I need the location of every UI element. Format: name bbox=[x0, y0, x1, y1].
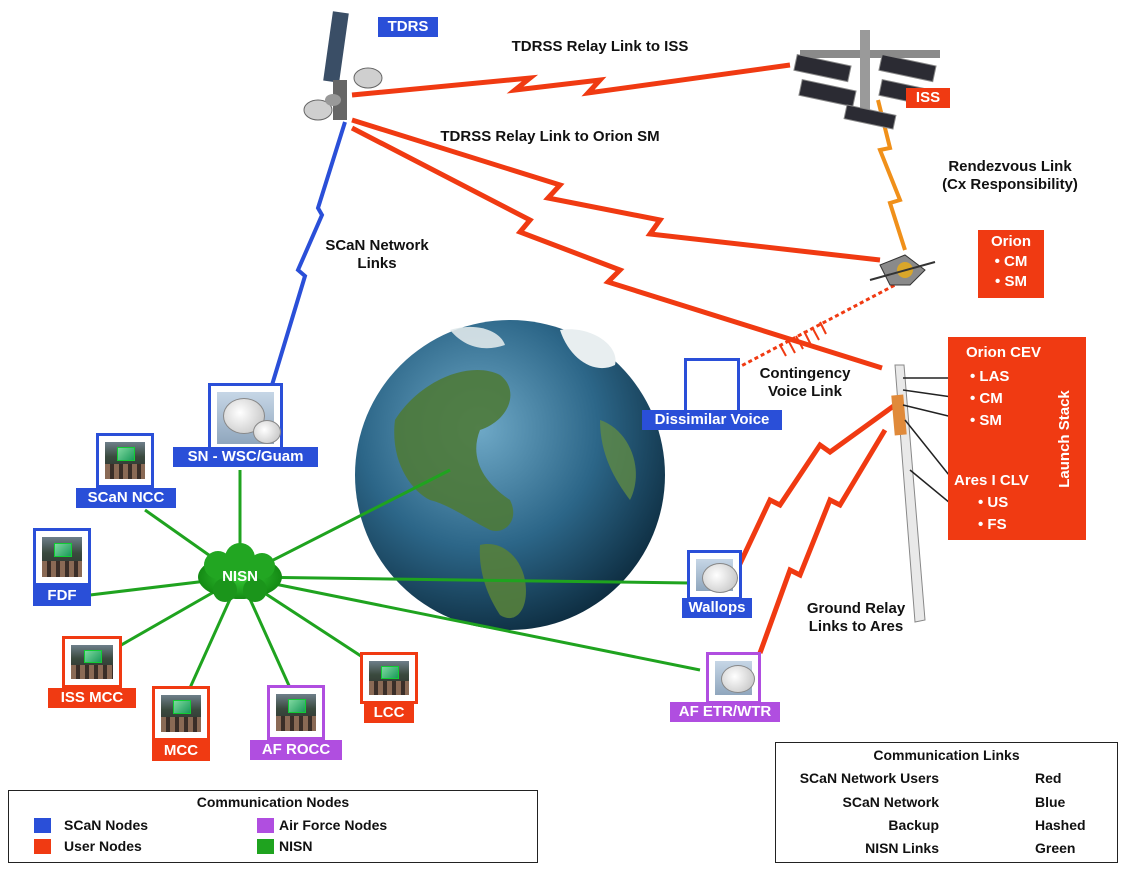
contingency-label: Contingency Voice Link bbox=[750, 365, 860, 401]
legend-users-label: SCaN Network Users bbox=[799, 770, 939, 786]
orion-box: Orion • CM • SM bbox=[978, 230, 1044, 298]
legend-swatch-nisn bbox=[257, 839, 274, 854]
relay-orion-label: TDRSS Relay Link to Orion SM bbox=[440, 128, 660, 145]
legend-nisn-nodes: NISN bbox=[279, 838, 313, 854]
node-fdf: FDF bbox=[33, 528, 91, 608]
legend-backup-label: Backup bbox=[888, 817, 939, 833]
node-af-rocc: AF ROCC bbox=[250, 685, 342, 763]
legend-backup-color: Hashed bbox=[1035, 817, 1086, 833]
launch-stack-box: Orion CEV • LAS • CM • SM Ares I CLV • U… bbox=[948, 337, 1086, 540]
legend-users-color: Red bbox=[1035, 770, 1062, 786]
node-iss-mcc: ISS MCC bbox=[48, 636, 136, 712]
node-wallops-label: Wallops bbox=[682, 598, 752, 618]
rendezvous-label: Rendezvous Link (Cx Responsibility) bbox=[925, 158, 1095, 194]
orion-spacecraft-icon bbox=[869, 254, 936, 286]
orion-cev-title: Orion CEV bbox=[966, 344, 1042, 361]
scan-links-label-line2: Links bbox=[357, 255, 397, 272]
ground-relay-links bbox=[734, 402, 897, 654]
legend-af-nodes: Air Force Nodes bbox=[279, 817, 388, 833]
rendezvous-label-line2: (Cx Responsibility) bbox=[942, 176, 1078, 193]
us-item: • US bbox=[978, 494, 1009, 511]
node-mcc: MCC bbox=[152, 686, 210, 764]
scan-links-label: SCaN Network Links bbox=[322, 237, 432, 273]
legend-swatch-scan bbox=[34, 818, 51, 833]
iss-tag: ISS bbox=[906, 88, 950, 108]
node-af-rocc-label: AF ROCC bbox=[250, 740, 342, 760]
legend-nisn-color: Green bbox=[1035, 840, 1076, 856]
las-item: • LAS bbox=[970, 368, 1010, 385]
legend-network-label: SCaN Network bbox=[842, 794, 939, 810]
node-scan-ncc: SCaN NCC bbox=[76, 433, 176, 513]
sm-item: • SM bbox=[970, 412, 1002, 429]
ares-rocket-icon bbox=[891, 364, 926, 623]
tdrs-tag: TDRS bbox=[378, 17, 438, 37]
node-mcc-label: MCC bbox=[152, 741, 210, 761]
launch-stack-label: Launch Stack bbox=[1056, 390, 1073, 488]
earth-globe bbox=[355, 320, 665, 630]
legend-scan-nodes: SCaN Nodes bbox=[64, 817, 149, 833]
cm-item: • CM bbox=[970, 390, 1003, 407]
relay-iss-label: TDRSS Relay Link to ISS bbox=[511, 38, 689, 55]
iss-station-icon bbox=[793, 30, 940, 130]
rendezvous-label-line1: Rendezvous Link bbox=[948, 158, 1072, 175]
node-af-etr-wtr: AF ETR/WTR bbox=[670, 652, 780, 724]
node-wallops: Wallops bbox=[682, 550, 752, 620]
node-iss-mcc-label: ISS MCC bbox=[48, 688, 136, 708]
tdrss-relay-links bbox=[350, 62, 883, 371]
node-fdf-label: FDF bbox=[33, 586, 91, 606]
node-sn-wsc-guam: SN - WSC/Guam bbox=[173, 383, 318, 469]
legend-nodes-title: Communication Nodes bbox=[196, 794, 350, 810]
scan-links-label-line1: SCaN Network bbox=[325, 237, 429, 254]
scan-network-link bbox=[270, 121, 347, 386]
orion-cm: • CM bbox=[994, 253, 1028, 270]
node-lcc-label: LCC bbox=[364, 703, 414, 723]
legend-user-nodes: User Nodes bbox=[64, 838, 142, 854]
legend-swatch-user bbox=[34, 839, 51, 854]
contingency-label-line2: Voice Link bbox=[768, 383, 842, 400]
ground-relay-label-line1: Ground Relay bbox=[806, 600, 906, 617]
contingency-label-line1: Contingency bbox=[759, 365, 851, 382]
dish-antenna-icon bbox=[217, 392, 281, 444]
legend-network-color: Blue bbox=[1035, 794, 1066, 810]
legend-communication-links: Communication Links SCaN Network Users R… bbox=[775, 742, 1118, 863]
ground-relay-label: Ground Relay Links to Ares bbox=[796, 600, 916, 636]
legend-links-title: Communication Links bbox=[873, 747, 1020, 763]
node-nisn-label: NISN bbox=[222, 568, 258, 585]
orion-sm: • SM bbox=[995, 273, 1027, 290]
rendezvous-link bbox=[876, 99, 907, 251]
legend-communication-nodes: Communication Nodes SCaN Nodes User Node… bbox=[8, 790, 538, 863]
fs-item: • FS bbox=[978, 516, 1007, 533]
ground-relay-label-line2: Links to Ares bbox=[808, 618, 904, 635]
ares-title: Ares I CLV bbox=[954, 472, 1029, 489]
tdrs-satellite-icon bbox=[303, 11, 383, 121]
legend-swatch-af bbox=[257, 818, 274, 833]
nisn-cloud-icon bbox=[198, 543, 282, 602]
orion-title: Orion bbox=[991, 233, 1031, 250]
node-scan-ncc-label: SCaN NCC bbox=[76, 488, 176, 508]
node-lcc: LCC bbox=[360, 652, 418, 726]
node-dissimilar-voice: Dissimilar Voice bbox=[642, 358, 782, 434]
legend-nisn-label: NISN Links bbox=[865, 840, 939, 856]
node-af-etr-label: AF ETR/WTR bbox=[670, 702, 780, 722]
node-dissimilar-label: Dissimilar Voice bbox=[642, 410, 782, 430]
node-sn-label: SN - WSC/Guam bbox=[173, 447, 318, 467]
